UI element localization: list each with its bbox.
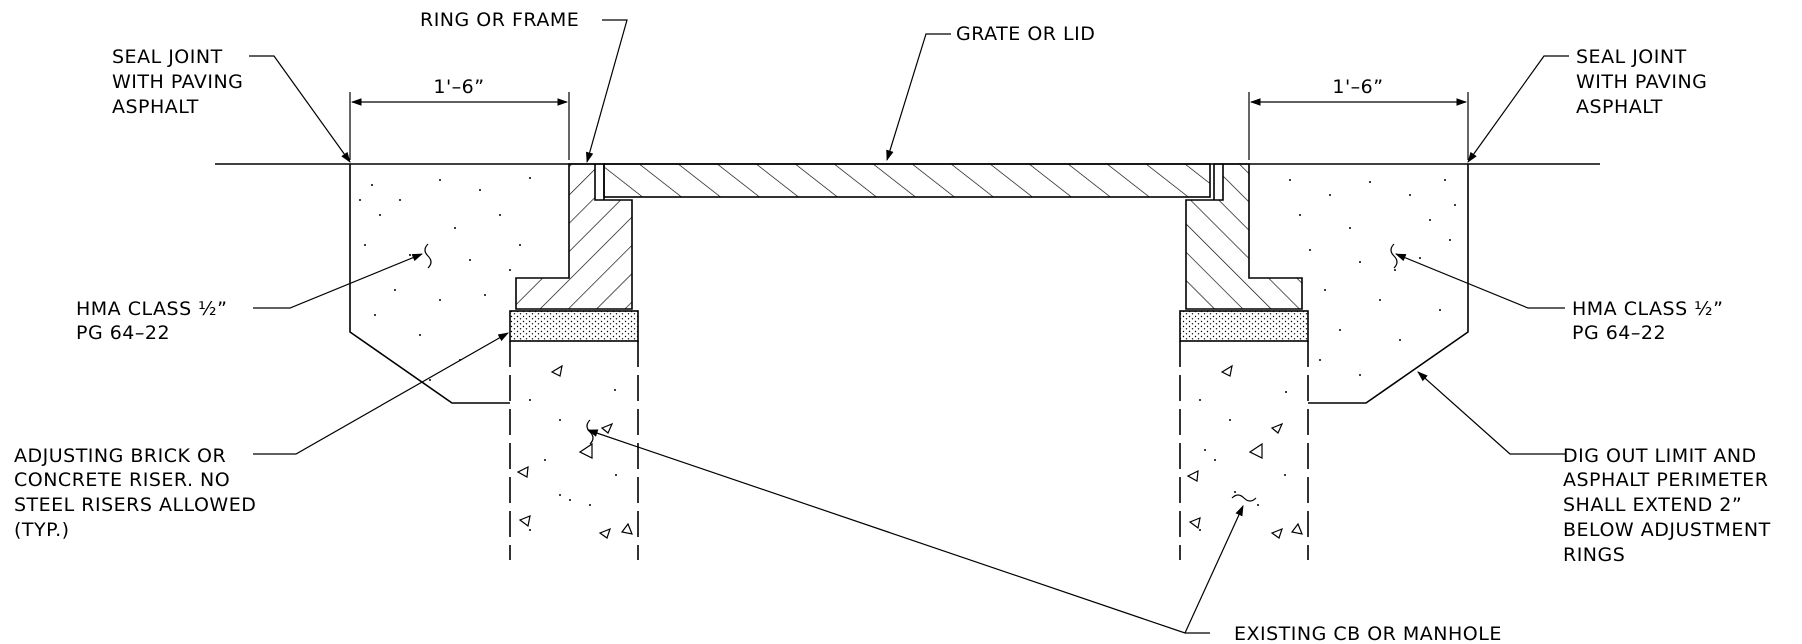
concrete-aggregate-right	[1186, 364, 1303, 539]
leaders	[249, 19, 1569, 634]
grate-seat-left	[595, 163, 605, 200]
dig-out-limit-line: RINGS	[1563, 544, 1625, 566]
concrete-speckle-left	[529, 389, 617, 531]
adjusting-riser-line: (TYP.)	[14, 519, 70, 541]
hma-left-line: HMA CLASS ½”	[76, 298, 227, 320]
grate-or-lid	[603, 163, 1211, 198]
seal-joint-left-line: WITH PAVING	[112, 71, 243, 93]
hma-left-line: PG 64–22	[76, 322, 170, 344]
dig-out-limit-line: SHALL EXTEND 2”	[1563, 494, 1742, 516]
dimension-right: 1'–6”	[1248, 76, 1469, 160]
asphalt-speckle-left	[359, 177, 531, 381]
adjusting-riser-line: ADJUSTING BRICK OR	[14, 445, 226, 467]
adjusting-riser-line: STEEL RISERS ALLOWED	[14, 494, 256, 516]
seal-joint-left-line: SEAL JOINT	[112, 46, 223, 68]
concrete-aggregate-left	[516, 364, 633, 539]
adjusting-riser-label: ADJUSTING BRICK OR CONCRETE RISER. NO ST…	[14, 445, 263, 541]
dimension-left-text: 1'–6”	[433, 76, 484, 98]
seal-joint-left-line: ASPHALT	[112, 96, 199, 118]
asphalt-patch-left	[349, 164, 510, 404]
grate-or-lid-label: GRATE OR LID	[956, 23, 1095, 45]
adjusting-riser-left	[509, 310, 639, 342]
adjusting-riser-right	[1179, 310, 1309, 342]
seal-joint-right-label: SEAL JOINT WITH PAVING ASPHALT	[1576, 46, 1714, 118]
ring-frame-left	[515, 163, 633, 310]
seal-joint-right-line: ASPHALT	[1576, 96, 1663, 118]
seal-joint-right-line: WITH PAVING	[1576, 71, 1707, 93]
hma-right-line: HMA CLASS ½”	[1572, 298, 1723, 320]
dimension-right-text: 1'–6”	[1332, 76, 1383, 98]
asphalt-speckle-right	[1289, 179, 1456, 376]
asphalt-patch-right	[1308, 164, 1469, 404]
seal-joint-right-line: SEAL JOINT	[1576, 46, 1687, 68]
dig-out-limit-label: DIG OUT LIMIT AND ASPHALT PERIMETER SHAL…	[1563, 445, 1777, 566]
grate-seat-right	[1213, 163, 1223, 200]
dig-out-limit-line: ASPHALT PERIMETER	[1563, 469, 1768, 491]
dig-out-limit-line: BELOW ADJUSTMENT	[1563, 519, 1771, 541]
hma-callout-tick-right	[1390, 243, 1398, 269]
dimension-left: 1'–6”	[349, 76, 570, 160]
concrete-speckle-right	[1199, 391, 1287, 531]
hma-left-label: HMA CLASS ½” PG 64–22	[76, 298, 234, 344]
existing-structure-label: EXISTING CB OR MANHOLE	[1234, 623, 1502, 644]
dig-out-limit-line: DIG OUT LIMIT AND	[1563, 445, 1757, 467]
hma-right-line: PG 64–22	[1572, 322, 1666, 344]
ring-frame-right	[1185, 163, 1303, 310]
ring-or-frame-label: RING OR FRAME	[420, 9, 579, 31]
adjusting-riser-line: CONCRETE RISER. NO	[14, 469, 230, 491]
hma-callout-tick-left	[424, 243, 432, 269]
seal-joint-left-label: SEAL JOINT WITH PAVING ASPHALT	[112, 46, 250, 118]
hma-right-label: HMA CLASS ½” PG 64–22	[1572, 298, 1730, 344]
